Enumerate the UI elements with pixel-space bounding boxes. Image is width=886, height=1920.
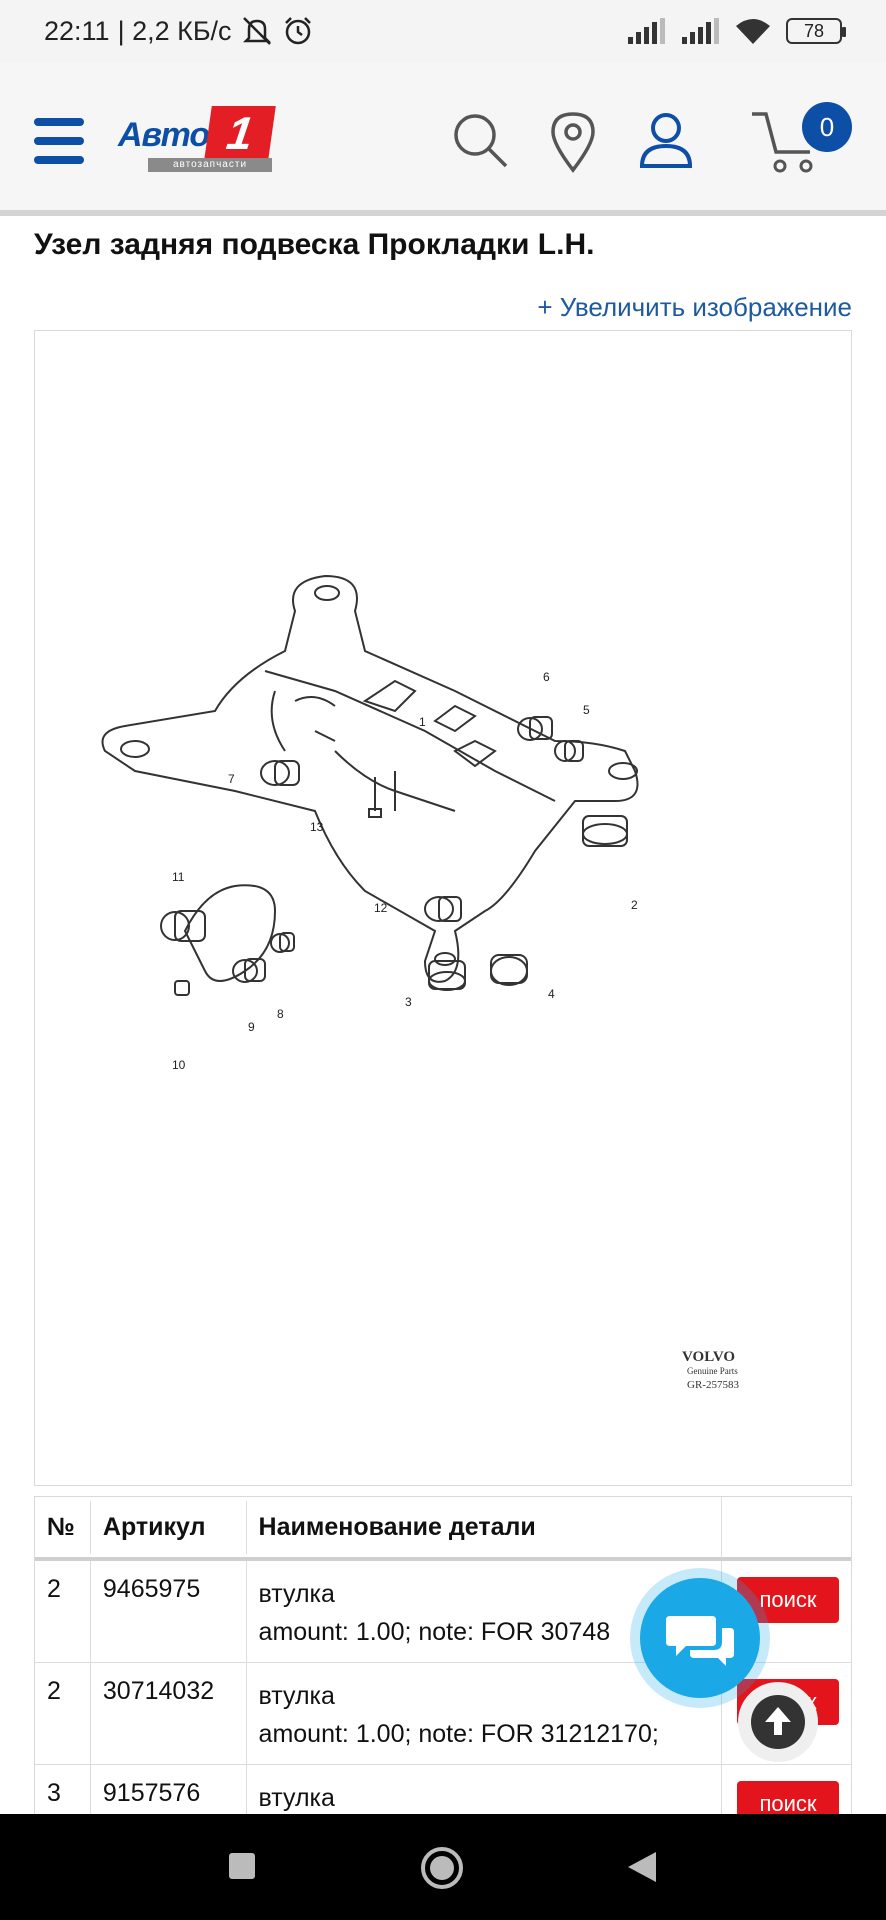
logo-subtitle: автозапчасти — [148, 158, 272, 172]
recents-icon[interactable] — [228, 1852, 256, 1880]
parts-diagram[interactable]: 1 2 3 4 5 6 7 8 9 10 11 12 13 VOLVO Genu… — [34, 330, 852, 1486]
search-button[interactable]: поиск — [737, 1577, 839, 1623]
logo-number: 1 — [204, 106, 276, 160]
zoom-image-link[interactable]: + Увеличить изображение — [537, 292, 852, 322]
status-time: 22:11 — [44, 15, 110, 46]
row-name-cell: втулка amount: 1.00; note: FOR 30748 — [247, 1561, 723, 1662]
callout-8: 8 — [277, 1007, 284, 1021]
diagram-brand: VOLVO — [682, 1349, 735, 1365]
callout-2: 2 — [631, 898, 638, 912]
cart-icon[interactable] — [748, 106, 828, 176]
signal-icon-2 — [682, 18, 719, 44]
battery-indicator: 78 — [786, 18, 846, 44]
search-icon[interactable] — [450, 110, 510, 170]
col-header-article: Артикул — [91, 1500, 247, 1554]
system-nav-bar — [0, 1814, 886, 1920]
row-note: amount: 1.00; note: FOR 30748 — [258, 1618, 611, 1646]
site-header: Авто 1 автозапчасти 0 — [0, 62, 886, 216]
callout-4: 4 — [548, 987, 555, 1001]
col-header-actions — [722, 1515, 851, 1539]
callout-6: 6 — [543, 670, 550, 684]
user-icon[interactable] — [636, 110, 696, 170]
arrow-up-icon — [765, 1707, 791, 1735]
callout-9: 9 — [248, 1020, 255, 1034]
callout-7: 7 — [228, 772, 235, 786]
col-header-name: Наименование детали — [247, 1496, 723, 1558]
scroll-top-button[interactable] — [738, 1682, 818, 1762]
status-speed: | 2,2 КБ/с — [117, 15, 232, 46]
row-number: 2 — [35, 1663, 91, 1764]
row-name: втулка — [258, 1784, 335, 1812]
callout-13: 13 — [310, 820, 324, 834]
row-article: 30714032 — [91, 1663, 247, 1764]
menu-icon[interactable] — [34, 118, 84, 164]
callout-10: 10 — [172, 1058, 186, 1072]
row-name: втулка — [258, 1682, 335, 1710]
logo-word: Авто — [118, 116, 210, 154]
table-header-row: № Артикул Наименование детали — [35, 1496, 851, 1561]
col-header-number: № — [35, 1500, 91, 1554]
row-note: amount: 1.00; note: FOR 31212170; — [258, 1720, 659, 1748]
chat-button[interactable] — [630, 1568, 770, 1708]
mute-bell-icon — [242, 17, 271, 45]
callout-11: 11 — [172, 870, 185, 884]
wifi-icon — [736, 19, 770, 44]
alarm-icon — [284, 17, 311, 45]
back-icon[interactable] — [626, 1850, 658, 1884]
location-pin-icon[interactable] — [548, 110, 598, 174]
row-article: 9465975 — [91, 1561, 247, 1662]
row-name: втулка — [258, 1580, 335, 1608]
subframe-drawing: 1 2 3 4 5 6 7 8 9 10 11 12 13 VOLVO Genu… — [101, 574, 739, 1391]
row-number: 2 — [35, 1561, 91, 1662]
row-name-cell: втулка amount: 1.00; note: FOR 31212170; — [247, 1663, 723, 1764]
row-article: 9157576 — [91, 1765, 247, 1866]
table-row[interactable]: 2 9465975 втулка amount: 1.00; note: FOR… — [35, 1561, 851, 1663]
chat-icon — [666, 1616, 734, 1666]
row-actions: поиск — [722, 1561, 851, 1662]
diagram-brand-sub: Genuine Parts — [687, 1366, 738, 1376]
callout-1: 1 — [419, 715, 426, 729]
callout-5: 5 — [583, 703, 590, 717]
parts-table: № Артикул Наименование детали 2 9465975 … — [34, 1496, 852, 1868]
site-logo[interactable]: Авто 1 автозапчасти — [116, 106, 276, 176]
battery-level: 78 — [803, 20, 825, 41]
signal-icon — [628, 18, 665, 44]
diagram-code: GR-257583 — [687, 1379, 739, 1391]
cart-count-badge[interactable]: 0 — [802, 102, 852, 152]
callout-12: 12 — [374, 901, 388, 915]
home-icon[interactable] — [420, 1846, 464, 1890]
callout-3: 3 — [405, 995, 412, 1009]
status-bar: 22:11 | 2,2 КБ/с 78 — [0, 0, 886, 62]
page-title: Узел задняя подвеска Прокладки L.H. — [34, 228, 595, 261]
